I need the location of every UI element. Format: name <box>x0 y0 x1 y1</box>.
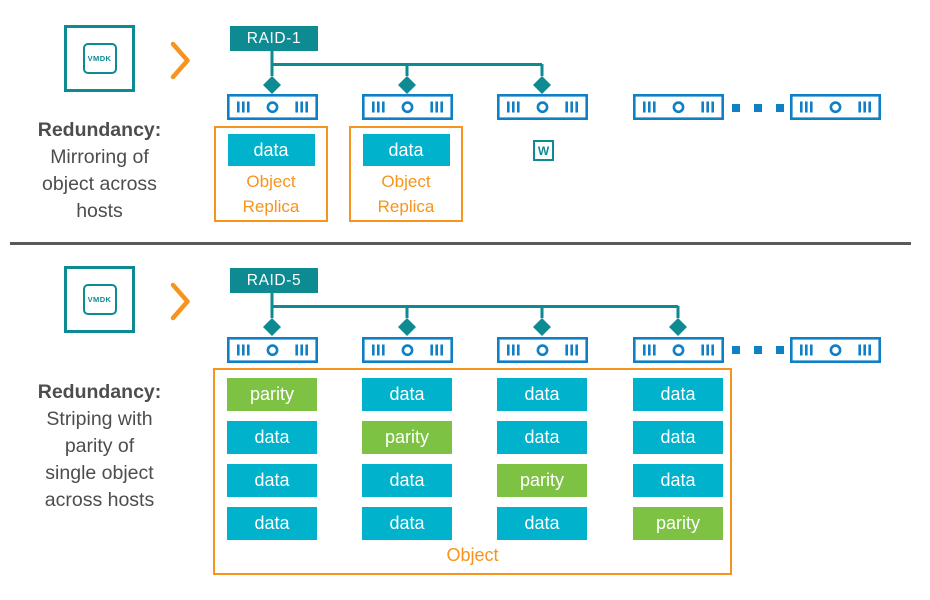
ellipsis-dot-icon <box>754 346 762 354</box>
caption-line: Striping with <box>46 408 153 430</box>
data-block: data <box>633 378 723 411</box>
data-block: data <box>362 507 452 540</box>
vmdk-icon-label: VMDK <box>82 43 117 74</box>
object-label: Object <box>446 545 499 565</box>
caption-line: object across <box>42 173 157 195</box>
data-block: data <box>497 421 587 454</box>
object-replica-label: Object Replica <box>377 172 435 216</box>
caption-title: Redundancy: <box>37 119 162 141</box>
parity-block: parity <box>497 464 587 497</box>
vmdk-icon: VMDK <box>64 25 135 92</box>
data-block: data <box>633 464 723 497</box>
data-block: data <box>497 507 587 540</box>
raid1-label-box: RAID-1 <box>230 26 318 51</box>
data-block: data <box>227 464 317 497</box>
ellipsis-dot-icon <box>732 346 740 354</box>
data-block: data <box>362 464 452 497</box>
vmdk-icon-label: VMDK <box>82 284 117 315</box>
caption-title: Redundancy: <box>37 381 162 403</box>
host-icon <box>633 94 724 120</box>
host-icon <box>362 337 453 363</box>
section-divider <box>10 242 911 245</box>
raid5-tree-connector <box>263 291 687 336</box>
object-replica-box: data Object Replica <box>214 126 328 222</box>
parity-block: parity <box>362 421 452 454</box>
raid5-label-box: RAID-5 <box>230 268 318 293</box>
host-icon <box>790 337 881 363</box>
data-block: data <box>227 507 317 540</box>
chevron-right-icon <box>170 282 190 321</box>
data-block: data <box>497 378 587 411</box>
raid5-caption: Redundancy: Striping with parity of sing… <box>2 379 197 514</box>
caption-line: parity of <box>64 435 135 457</box>
ellipsis-dot-icon <box>754 104 762 112</box>
data-block: data <box>227 134 315 166</box>
raid1-tree-connector <box>263 49 551 94</box>
host-icon <box>497 337 588 363</box>
data-block: data <box>362 378 452 411</box>
caption-line: hosts <box>76 200 123 222</box>
ellipsis-dot-icon <box>776 104 784 112</box>
caption-line: Mirroring of <box>50 146 149 168</box>
host-icon <box>227 337 318 363</box>
raid1-caption: Redundancy: Mirroring of object across h… <box>2 117 197 225</box>
chevron-right-icon <box>170 41 190 80</box>
parity-block: parity <box>633 507 723 540</box>
caption-line: single object <box>45 462 154 484</box>
object-replica-label: Object Replica <box>242 172 300 216</box>
host-icon <box>362 94 453 120</box>
object-box <box>213 368 732 575</box>
data-block: data <box>227 421 317 454</box>
object-replica-box: data Object Replica <box>349 126 463 222</box>
caption-line: across hosts <box>44 489 155 511</box>
parity-block: parity <box>227 378 317 411</box>
vmdk-icon: VMDK <box>64 266 135 333</box>
host-icon <box>227 94 318 120</box>
host-icon <box>633 337 724 363</box>
witness-icon: W <box>533 140 554 161</box>
data-block: data <box>362 134 450 166</box>
ellipsis-dot-icon <box>776 346 784 354</box>
data-block: data <box>633 421 723 454</box>
host-icon <box>497 94 588 120</box>
ellipsis-dot-icon <box>732 104 740 112</box>
host-icon <box>790 94 881 120</box>
